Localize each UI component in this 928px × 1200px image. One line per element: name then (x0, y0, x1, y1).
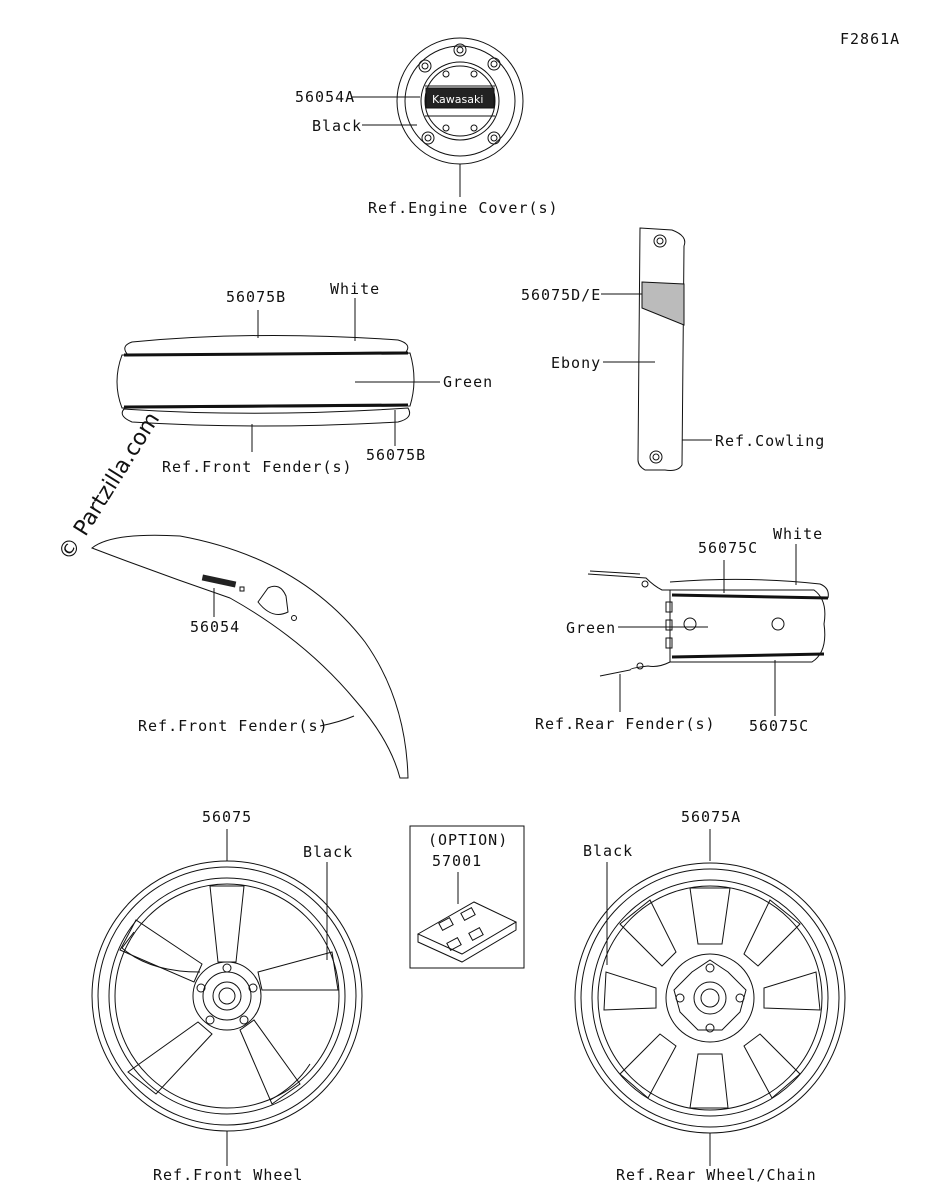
rear-wheel-color-label: Black (583, 842, 633, 860)
rear-wheel-part-label: 56075A (681, 808, 741, 826)
front-fender-side-illustration (91, 534, 409, 779)
cowling-color-label: Ebony (551, 354, 601, 372)
cowling-ref-label: Ref.Cowling (715, 432, 825, 450)
figure-code: F2861A (840, 30, 900, 48)
option-part-label: 57001 (432, 852, 482, 870)
rear-wheel-ref-label: Ref.Rear Wheel/Chain (616, 1166, 817, 1184)
front-wheel-illustration (91, 860, 363, 1132)
rear-fender-ref-label: Ref.Rear Fender(s) (535, 715, 716, 733)
engine-cover-color-label: Black (312, 117, 362, 135)
front-wheel-ref-label: Ref.Front Wheel (153, 1166, 303, 1184)
rear-fender-illustration (587, 570, 829, 677)
option-part-illustration (416, 901, 518, 963)
front-fender-top-ref-label: Ref.Front Fender(s) (162, 458, 353, 476)
option-label: (OPTION) (428, 831, 508, 849)
cowling-illustration (637, 227, 686, 471)
front-fender-side-part-label: 56054 (190, 618, 240, 636)
rear-fender-white-label: White (773, 525, 823, 543)
engine-cover-illustration: Kawasaki (396, 37, 524, 165)
rear-fender-green-label: Green (566, 619, 616, 637)
front-fender-top-white-label: White (330, 280, 380, 298)
engine-cover-ref-label: Ref.Engine Cover(s) (368, 199, 559, 217)
kawasaki-logo: Kawasaki (432, 93, 483, 106)
front-wheel-color-label: Black (303, 843, 353, 861)
rear-fender-part-top-label: 56075C (698, 539, 758, 557)
option-box (409, 825, 525, 969)
rear-fender-part-bottom-label: 56075C (749, 717, 809, 735)
front-wheel-part-label: 56075 (202, 808, 252, 826)
front-fender-top-illustration (116, 334, 415, 427)
cowling-part-label: 56075D/E (521, 286, 601, 304)
watermark: © Partzilla.com (54, 408, 165, 565)
engine-cover-part-label: 56054A (295, 88, 355, 106)
front-fender-side-ref-label: Ref.Front Fender(s) (138, 717, 329, 735)
front-fender-top-part-label: 56075B (226, 288, 286, 306)
rear-wheel-illustration (574, 862, 846, 1134)
front-fender-top-green-label: Green (443, 373, 493, 391)
front-fender-bottom-part-label: 56075B (366, 446, 426, 464)
